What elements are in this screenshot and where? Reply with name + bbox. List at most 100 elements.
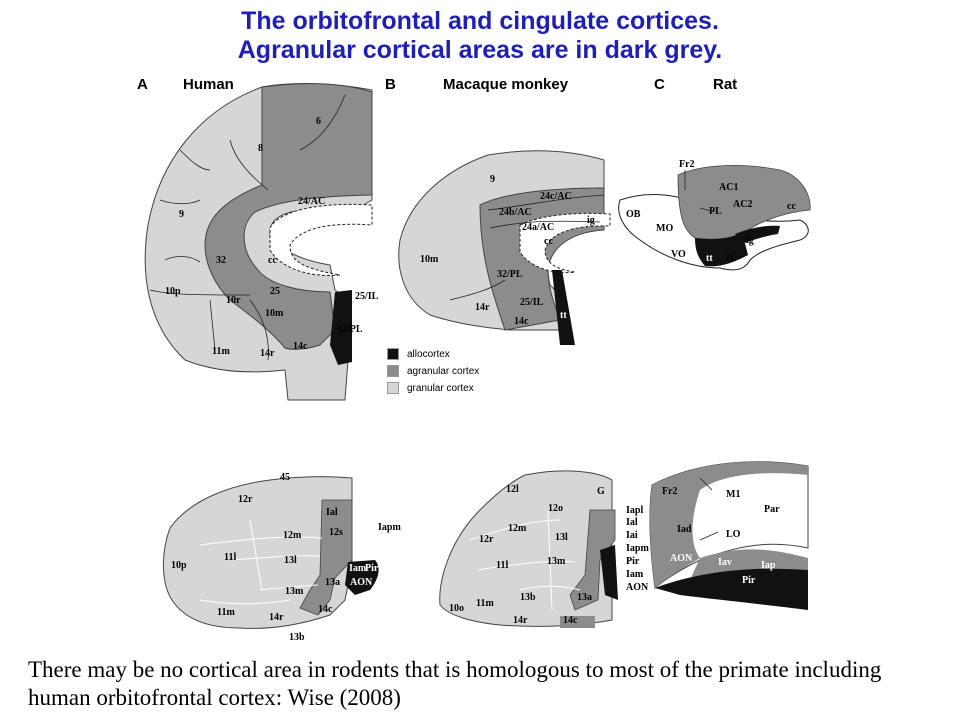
area-label: IL <box>726 253 737 264</box>
area-label: M1 <box>726 489 740 500</box>
area-label: Iad <box>677 524 692 535</box>
area-label: Ial <box>326 507 338 518</box>
area-label: 13m <box>547 556 566 567</box>
area-label: 13m <box>285 586 304 597</box>
panel-a-species: Human <box>183 76 234 93</box>
legend-agranular: agranular cortex <box>387 364 479 378</box>
panel-b-letter: B <box>385 76 396 93</box>
area-label: G <box>597 486 605 497</box>
area-label: Iapm <box>378 522 401 533</box>
area-label: 10p <box>165 286 181 297</box>
slide-title-line-2: Agranular cortical areas are in dark gre… <box>237 36 723 64</box>
area-label: 12o <box>548 503 563 514</box>
area-label: 12m <box>508 523 527 534</box>
area-label: 10p <box>171 560 187 571</box>
area-label: AON <box>626 582 649 593</box>
area-label: 14r <box>475 302 490 313</box>
area-label: cc <box>544 236 553 247</box>
area-label: Iav <box>718 557 732 568</box>
area-label: 10m <box>265 308 284 319</box>
area-label: 24/AC <box>298 196 325 207</box>
area-label: 14c <box>318 604 333 615</box>
area-label: Ial <box>626 517 638 528</box>
area-label: 14r <box>260 348 275 359</box>
area-label: 12r <box>238 494 253 505</box>
area-label: ig <box>587 215 595 226</box>
area-label: 14r <box>513 615 528 626</box>
area-label: Par <box>764 504 780 515</box>
area-label: 14c <box>293 341 308 352</box>
area-label: 32/PL <box>497 269 523 280</box>
area-label: Iam <box>626 569 644 580</box>
area-label: 24a/AC <box>522 222 554 233</box>
area-label: 24b/AC <box>499 207 532 218</box>
area-label: cc <box>268 255 277 266</box>
area-label: tt <box>560 310 567 321</box>
area-label: 11m <box>217 607 235 618</box>
area-label: OB <box>626 209 641 220</box>
area-label: 13b <box>520 592 536 603</box>
area-label: 11l <box>496 560 508 571</box>
area-label: 9 <box>490 174 495 185</box>
area-label: tt <box>706 253 713 264</box>
agranular-swatch <box>387 365 399 377</box>
area-label: 13l <box>284 555 297 566</box>
area-label: 10r <box>226 295 241 306</box>
area-label: Pir <box>742 575 756 586</box>
area-label: PL <box>709 206 722 217</box>
area-label: Pir <box>626 556 640 567</box>
legend-allocortex: allocortex <box>387 347 450 361</box>
area-label: Iai <box>626 530 638 541</box>
area-label: Iap <box>761 560 776 571</box>
area-label: 14c <box>563 615 578 626</box>
area-label: MO <box>656 223 673 234</box>
area-label: 32/PL <box>337 324 363 335</box>
area-label: 12l <box>506 484 519 495</box>
caption: There may be no cortical area in rodents… <box>28 657 882 710</box>
legend-granular-label: granular cortex <box>407 382 474 394</box>
legend-agranular-label: agranular cortex <box>407 365 480 377</box>
area-label: 14c <box>514 316 529 327</box>
area-label: Iam <box>349 563 367 574</box>
panel-c-species: Rat <box>713 76 738 93</box>
area-label: AON <box>670 553 693 564</box>
area-label: 13b <box>289 632 305 643</box>
area-label: 12m <box>283 530 302 541</box>
area-label: 9 <box>179 209 184 220</box>
area-label: 13a <box>325 577 340 588</box>
area-label: cc <box>787 201 796 212</box>
area-label: 8 <box>258 143 263 154</box>
area-label: 13a <box>577 592 592 603</box>
area-label: 12r <box>479 534 494 545</box>
area-label: 11m <box>212 346 230 357</box>
area-label: AON <box>350 577 373 588</box>
panel-a-letter: A <box>137 76 148 93</box>
granular-swatch <box>387 382 399 394</box>
area-label: Fr2 <box>662 486 678 497</box>
panel-c-letter: C <box>654 76 665 93</box>
area-label: Iapl <box>626 505 643 516</box>
legend-granular: granular cortex <box>387 381 474 395</box>
area-label: AC2 <box>733 199 752 210</box>
area-label: LO <box>726 529 741 540</box>
area-label: 11m <box>476 598 494 609</box>
panel-b-species: Macaque monkey <box>443 76 569 93</box>
slide-title-line-1: The orbitofrontal and cingulate cortices… <box>241 7 719 35</box>
area-label: Fr2 <box>679 159 695 170</box>
area-label: 25/IL <box>355 291 379 302</box>
area-label: VO <box>671 249 686 260</box>
area-label: ig <box>746 235 754 246</box>
area-label: 25/IL <box>520 297 544 308</box>
area-label: 14r <box>269 612 284 623</box>
area-label: AC1 <box>719 182 738 193</box>
area-label: 45 <box>280 472 290 483</box>
legend-allocortex-label: allocortex <box>407 348 450 360</box>
